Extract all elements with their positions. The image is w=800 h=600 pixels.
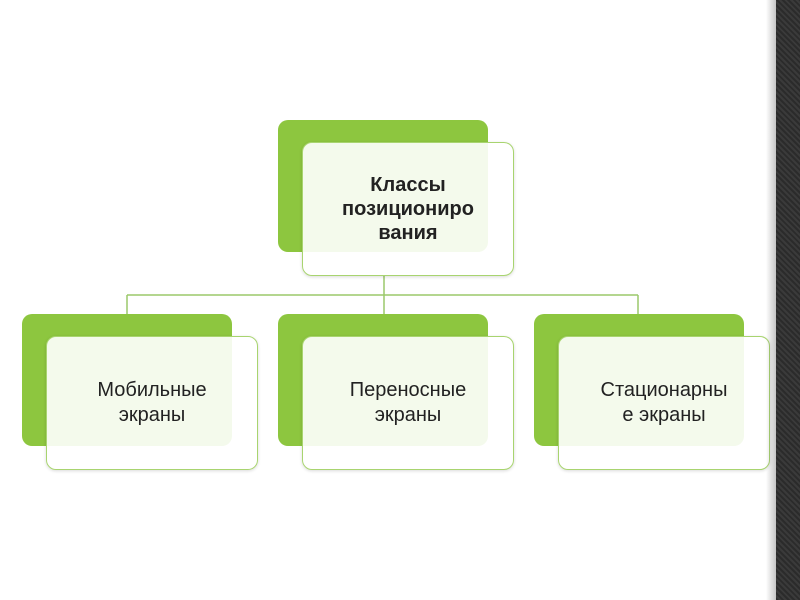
slide-edge-pattern — [776, 0, 800, 600]
child-node-portable-label: Переносные экраны — [349, 379, 467, 426]
root-node-label: Классы позициониро вания — [342, 174, 474, 244]
child-node-stationary: Стационарны е экраны — [534, 314, 770, 472]
root-node-card: Классы позициониро вания — [302, 142, 514, 276]
slide-edge-shadow — [766, 0, 776, 600]
root-node: Классы позициониро вания — [278, 120, 514, 278]
child-node-portable: Переносные экраны — [278, 314, 514, 472]
child-node-portable-card: Переносные экраны — [302, 336, 514, 470]
child-node-stationary-card: Стационарны е экраны — [558, 336, 770, 470]
child-node-mobile: Мобильные экраны — [22, 314, 258, 472]
child-node-mobile-card: Мобильные экраны — [46, 336, 258, 470]
child-node-mobile-label: Мобильные экраны — [97, 379, 207, 426]
child-node-stationary-label: Стационарны е экраны — [600, 379, 728, 426]
